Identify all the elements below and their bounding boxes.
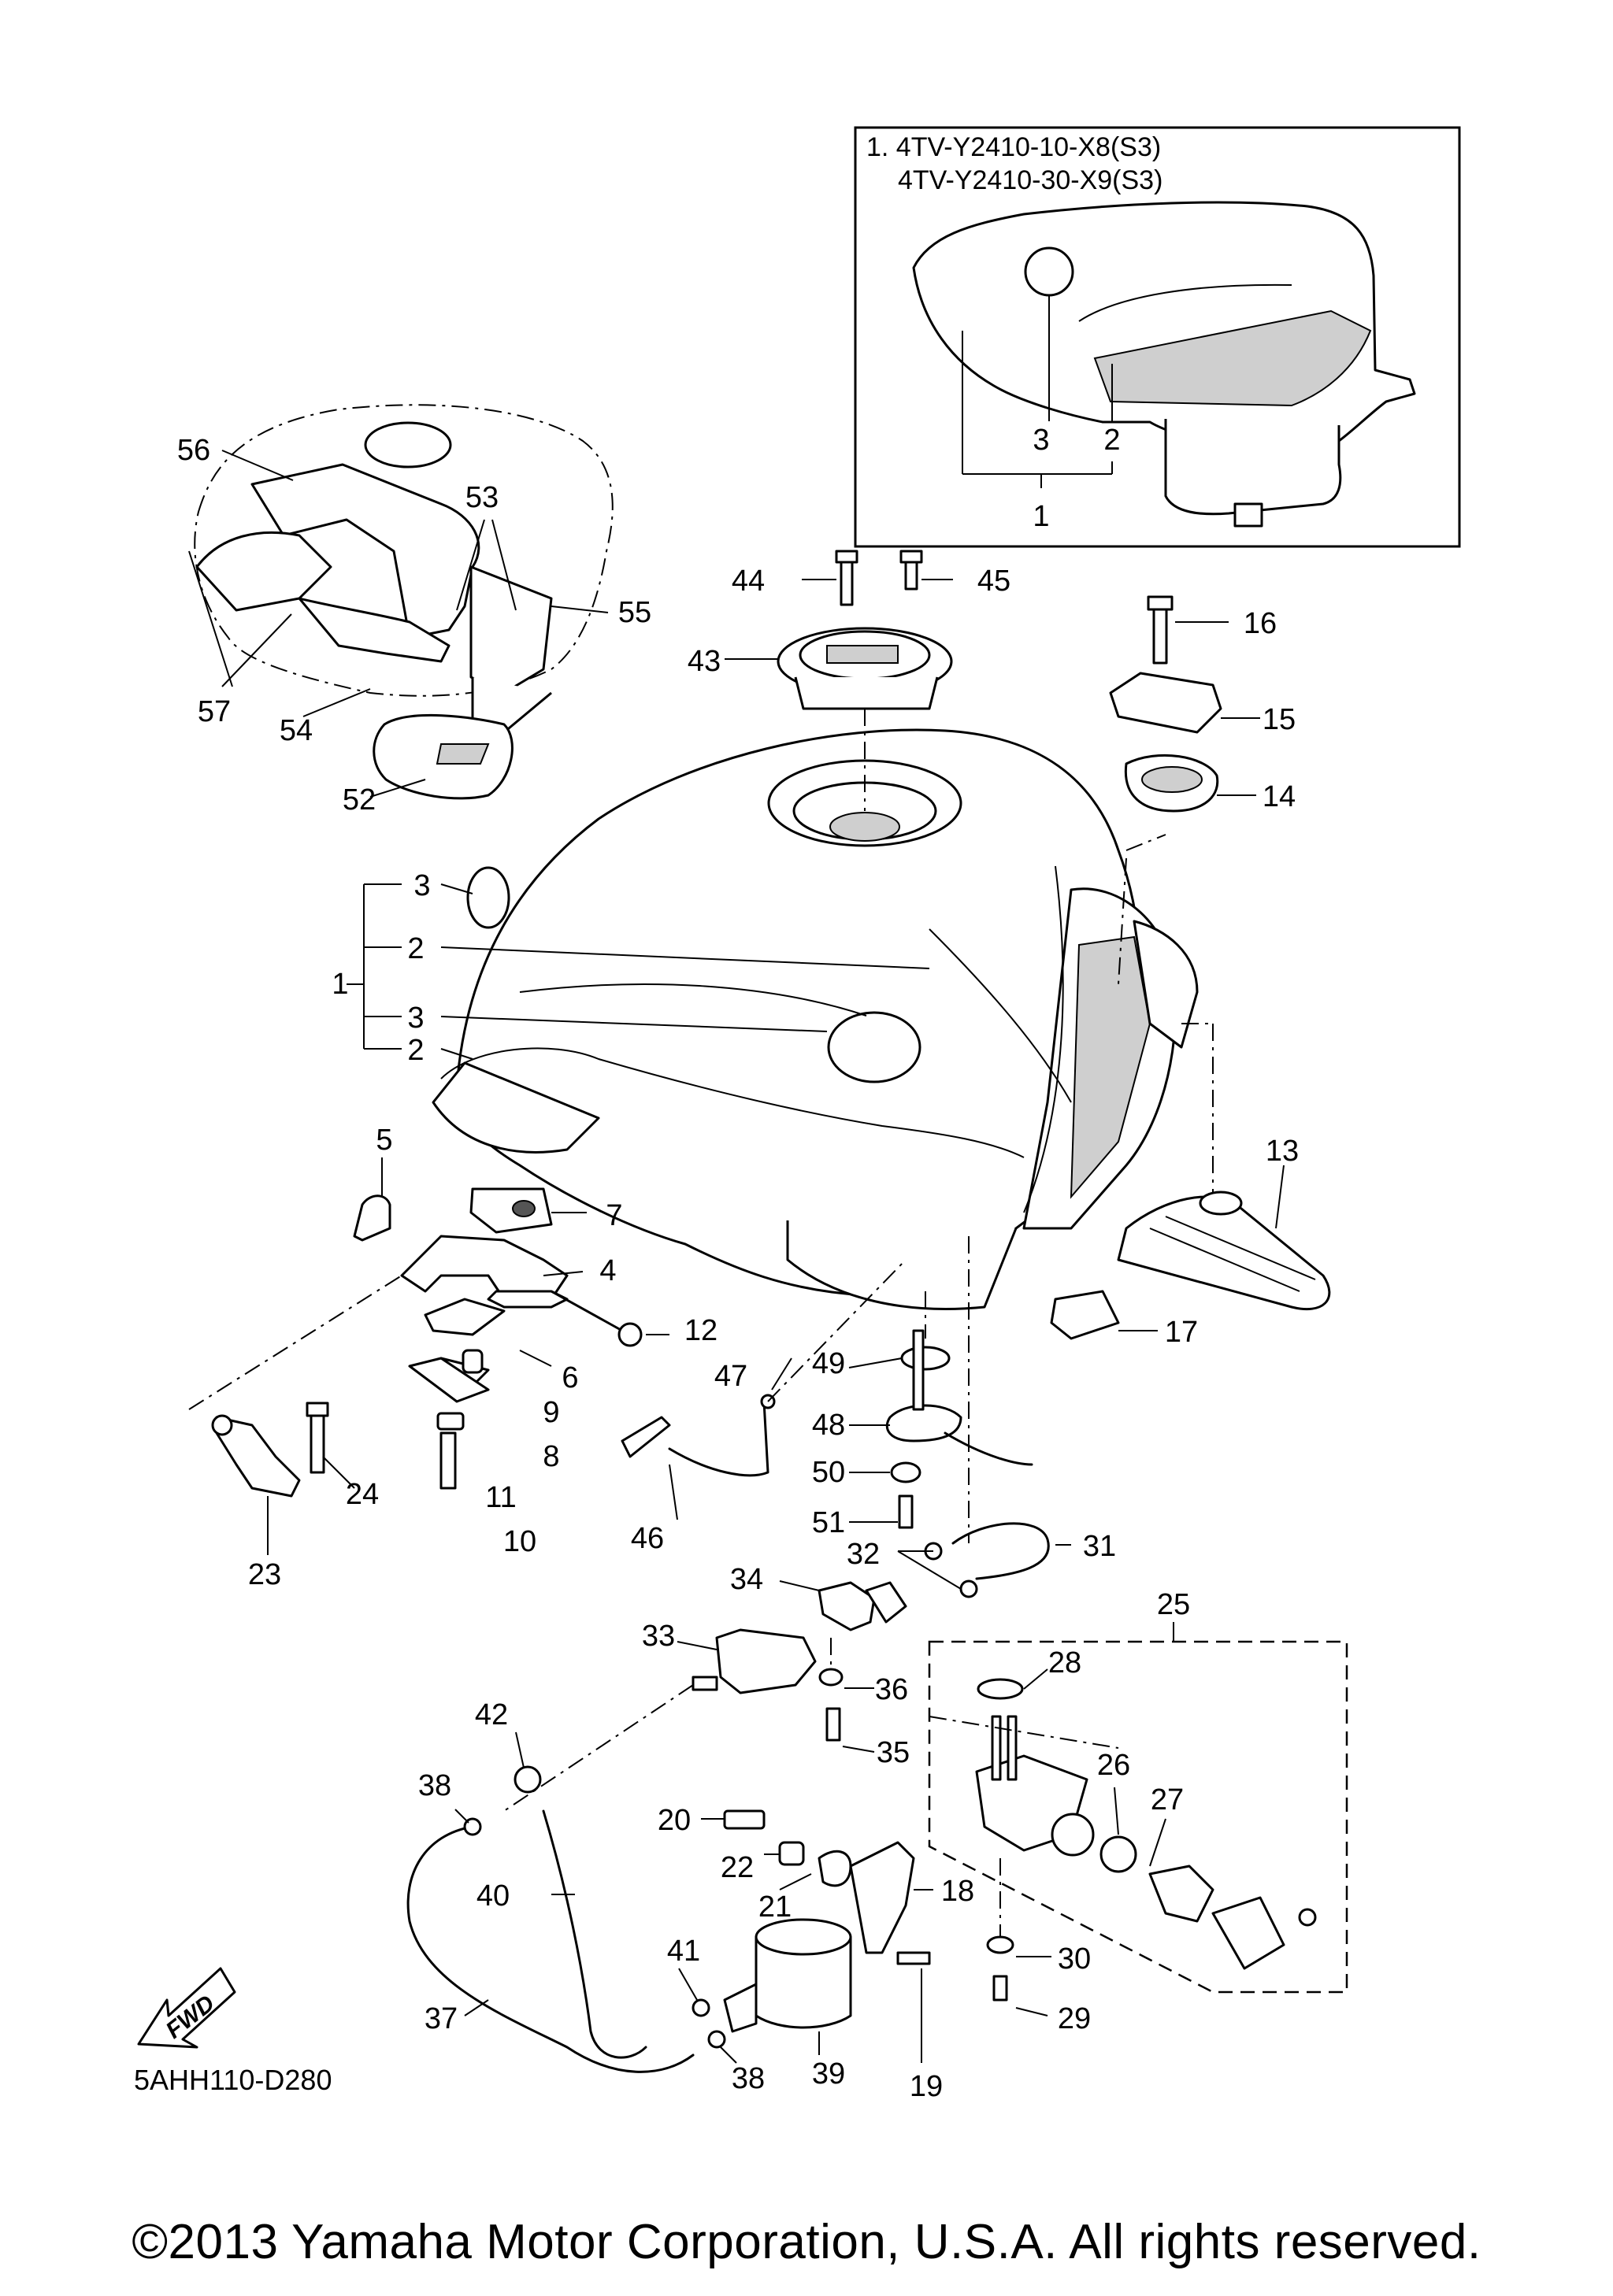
pump-hoses <box>406 1731 737 2073</box>
callout-15: 15 <box>1263 703 1296 736</box>
callout-29: 29 <box>1058 2002 1091 2035</box>
vent-hose-parts <box>621 1259 907 1520</box>
callout-11: 11 <box>485 1481 516 1514</box>
callout-21: 21 <box>758 1890 792 1924</box>
callout-49: 49 <box>812 1347 845 1380</box>
callout-6: 6 <box>562 1361 578 1394</box>
inset-part-number-1: 1. 4TV-Y2410-10-X8(S3) <box>866 132 1161 162</box>
callout-24: 24 <box>346 1478 379 1511</box>
callout-1: 1 <box>332 968 348 1001</box>
callout-labels: 1 2 2 3 3 4 5 6 7 8 9 10 11 12 13 14 15 … <box>177 434 1299 2103</box>
callout-47: 47 <box>714 1360 747 1393</box>
callout-55: 55 <box>618 596 651 629</box>
inset-label-3: 3 <box>1033 424 1049 457</box>
callout-12: 12 <box>684 1314 718 1347</box>
callout-13: 13 <box>1266 1135 1299 1168</box>
forward-direction-arrow: FWD <box>137 1967 236 2049</box>
sender-unit-parts <box>848 1236 1033 1543</box>
tank-cover-assembly <box>188 404 614 800</box>
callout-33: 33 <box>642 1620 675 1653</box>
callout-25: 25 <box>1157 1588 1190 1621</box>
callout-35: 35 <box>877 1736 910 1769</box>
callout-53: 53 <box>465 481 499 514</box>
callout-17: 17 <box>1165 1316 1198 1349</box>
callout-2: 2 <box>407 932 424 965</box>
front-bracket-parts <box>353 1157 669 1490</box>
inset-part-number-2: 4TV-Y2410-30-X9(S3) <box>898 165 1162 195</box>
callout-34: 34 <box>730 1563 763 1596</box>
lower-mount-parts <box>188 1275 402 1555</box>
callout-40: 40 <box>476 1879 510 1913</box>
callout-28: 28 <box>1048 1646 1081 1679</box>
callout-38: 38 <box>732 2062 765 2095</box>
callout-44: 44 <box>732 565 765 598</box>
fuel-pump-assembly <box>701 1809 933 2063</box>
callout-9: 9 <box>543 1396 559 1429</box>
rear-bracket-parts <box>1109 595 1260 813</box>
callout-26: 26 <box>1097 1749 1130 1782</box>
inset-label-2: 2 <box>1103 424 1120 457</box>
callout-50: 50 <box>812 1456 845 1489</box>
callout-18: 18 <box>941 1875 974 1908</box>
filler-cap-assembly <box>725 550 953 710</box>
callout-19: 19 <box>910 2070 943 2103</box>
callout-2: 2 <box>407 1034 424 1067</box>
callout-36: 36 <box>875 1673 908 1706</box>
inset-box: 1. 4TV-Y2410-10-X8(S3) 4TV-Y2410-30-X9(S… <box>854 126 1461 548</box>
callout-4: 4 <box>599 1254 616 1287</box>
callout-39: 39 <box>812 2057 845 2090</box>
callout-3: 3 <box>407 1002 424 1035</box>
callout-5: 5 <box>376 1124 392 1157</box>
callout-3: 3 <box>413 869 430 902</box>
callout-57: 57 <box>198 695 231 728</box>
inset-label-1: 1 <box>1033 500 1049 533</box>
callout-54: 54 <box>280 714 313 747</box>
fuel-hose-parts <box>503 1522 1071 1812</box>
rubber-parts <box>1050 1165 1331 1340</box>
callout-14: 14 <box>1263 780 1296 813</box>
callout-41: 41 <box>667 1935 700 1968</box>
callout-22: 22 <box>721 1851 754 1884</box>
callout-10: 10 <box>503 1525 536 1558</box>
callout-48: 48 <box>812 1409 845 1442</box>
callout-42: 42 <box>475 1698 508 1731</box>
callout-23: 23 <box>248 1558 281 1591</box>
callout-32: 32 <box>847 1538 880 1571</box>
fuel-cock-assembly <box>928 1622 1348 2016</box>
callout-16: 16 <box>1244 607 1277 640</box>
callout-43: 43 <box>688 645 721 678</box>
callout-20: 20 <box>658 1804 691 1837</box>
fuel-tank <box>347 709 1214 1310</box>
callout-56: 56 <box>177 434 210 467</box>
callout-52: 52 <box>343 783 376 817</box>
callout-8: 8 <box>543 1440 559 1473</box>
callout-27: 27 <box>1151 1783 1184 1816</box>
callout-30: 30 <box>1058 1942 1091 1976</box>
callout-7: 7 <box>606 1199 622 1232</box>
callout-45: 45 <box>977 565 1010 598</box>
callout-31: 31 <box>1083 1530 1116 1563</box>
diagram-code: 5AHH110-D280 <box>134 2064 332 2096</box>
callout-51: 51 <box>812 1506 845 1539</box>
copyright-notice: ©2013 Yamaha Motor Corporation, U.S.A. A… <box>132 2215 1481 2269</box>
callout-37: 37 <box>425 2002 458 2035</box>
callout-38: 38 <box>418 1769 451 1802</box>
callout-46: 46 <box>631 1522 664 1555</box>
